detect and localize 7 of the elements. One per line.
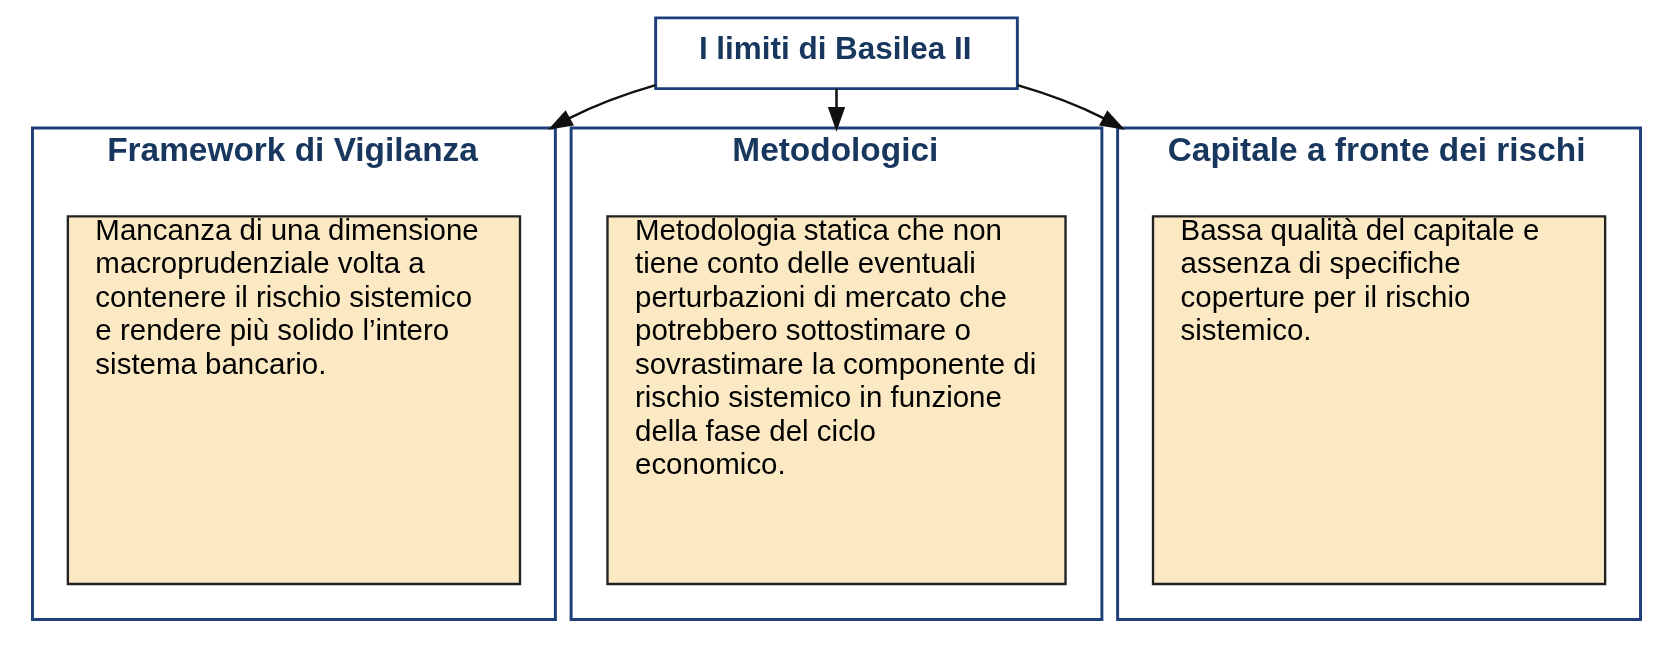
arrow xyxy=(1017,83,1125,130)
arrow xyxy=(548,83,656,130)
node-box: Bassa qualità del capitale e assenza di specifiche coperture per il rischio sistemico. xyxy=(1151,215,1607,586)
node-box: Mancanza di una dimensione macroprudenziale volta a contenere il rischio sistemico e rendere più solido l’intero sistema bancario. xyxy=(66,215,522,586)
node-box: I limiti di Basilea II xyxy=(654,16,1019,91)
node-box: Metodologia statica che non tiene conto delle eventuali perturbazioni di mercato che potrebbero sottostimare o sovrastimare la componente di rischio sistemico in funzione della fase del ciclo economico. xyxy=(606,215,1067,586)
arrow xyxy=(827,88,846,132)
